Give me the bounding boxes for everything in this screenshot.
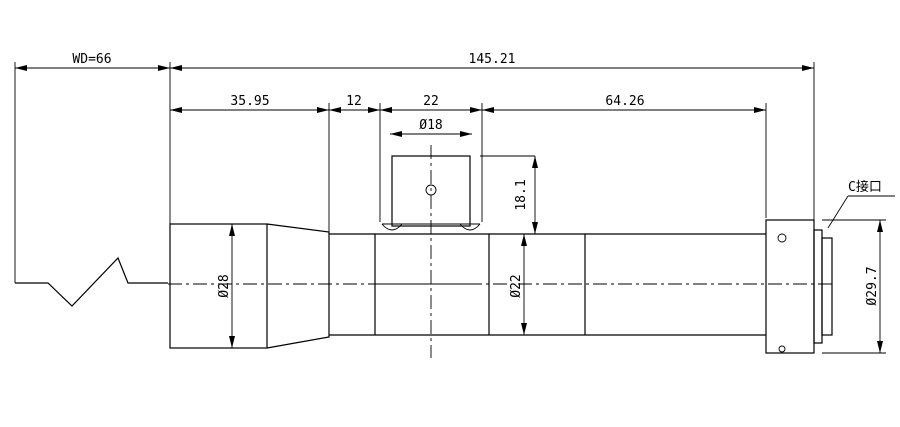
rear-dia-label: Ø29.7	[865, 266, 880, 305]
front-dia-label: Ø28	[217, 274, 232, 297]
dim-total-length: 145.21	[170, 52, 814, 71]
rear-screw-top	[777, 233, 787, 243]
dim-rear-dia: Ø29.7	[822, 219, 886, 354]
c-mount-thread	[821, 237, 833, 336]
dim-front-dia: Ø28	[217, 224, 235, 348]
wd-label: WD=66	[72, 52, 111, 67]
front-barrel	[169, 223, 268, 349]
dim-mount-height: 18.1	[480, 155, 538, 234]
dim-mount-hole: Ø18	[390, 118, 472, 137]
rear-ring	[765, 219, 815, 354]
seg-front-label: 35.95	[230, 94, 269, 109]
mount-hole-dia-label: Ø18	[419, 118, 442, 133]
seg-mount-label: 22	[423, 94, 439, 109]
c-mount-flange	[813, 229, 823, 344]
c-mount-callout: C接口	[827, 179, 895, 229]
dim-wd: WD=66	[15, 52, 170, 71]
dim-body-dia: Ø22	[509, 234, 527, 335]
total-length-label: 145.21	[469, 52, 516, 67]
dim-segments: 35.95 12 22 64.26	[170, 94, 766, 113]
mounting-block	[381, 155, 481, 231]
c-mount-label: C接口	[848, 179, 882, 195]
rear-screw-bottom	[778, 345, 786, 353]
lens-body	[169, 219, 833, 354]
seg-rear-label: 64.26	[605, 94, 644, 109]
wd-zigzag-line	[15, 256, 168, 307]
mount-height-label: 18.1	[514, 179, 529, 210]
seg-gap-label: 12	[346, 94, 362, 109]
body-dia-label: Ø22	[509, 274, 524, 297]
